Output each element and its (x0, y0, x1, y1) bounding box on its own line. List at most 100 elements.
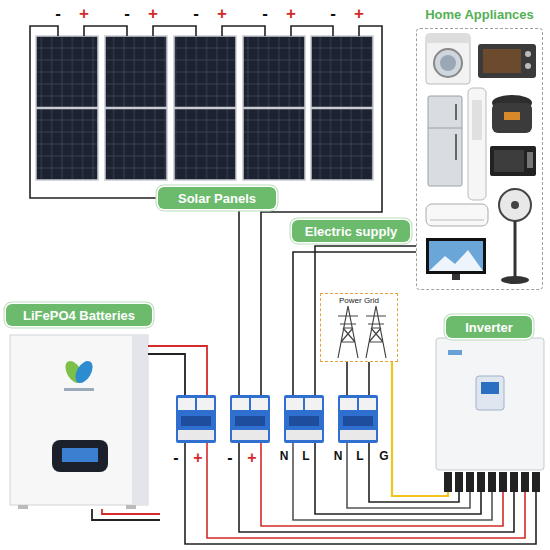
grid-wire (368, 362, 370, 395)
microwave (490, 146, 536, 176)
terminal-name: N (334, 450, 343, 462)
hybrid-inverter (510, 472, 518, 492)
transmission-tower (338, 306, 358, 358)
lifepo4-battery (72, 358, 96, 386)
refrigerator (428, 96, 462, 186)
polarity-sign: + (286, 5, 296, 22)
electric-fan (499, 189, 531, 284)
lifepo4-battery (126, 505, 136, 509)
polarity-sign: - (227, 450, 232, 466)
television (452, 274, 460, 280)
inverter-wire (369, 443, 459, 502)
label-text: Inverter (465, 320, 513, 335)
circuit-breaker (338, 395, 378, 443)
television (429, 241, 483, 271)
group-heading: Home Appliances (417, 7, 542, 22)
hybrid-inverter (436, 338, 544, 470)
electric-fan (514, 221, 517, 278)
inverter-wire (207, 443, 525, 538)
circuit-breaker (340, 398, 357, 410)
appliance-group: Home Appliances (416, 28, 543, 290)
hybrid-inverter (436, 338, 544, 492)
terminal-name: N (280, 450, 289, 462)
panel-wire (291, 26, 333, 36)
tower-air-conditioner (468, 88, 486, 200)
transmission-tower (338, 306, 386, 358)
group-heading: Power Grid (321, 296, 397, 305)
supply-wire (293, 246, 416, 395)
inverter-wire (185, 443, 536, 544)
solar-panel (36, 107, 98, 110)
power-grid-box: Power Grid (320, 293, 398, 362)
toaster-oven (525, 63, 531, 69)
polarity-sign: + (79, 5, 89, 22)
circuit-breaker (284, 395, 324, 443)
inverter-wire (261, 443, 503, 526)
battery-wire (92, 509, 160, 520)
circuit-breaker (340, 430, 376, 440)
split-air-conditioner (426, 204, 488, 226)
solar-panel (243, 107, 305, 110)
tower-air-conditioner (472, 100, 482, 140)
rice-cooker (492, 103, 532, 133)
battery-wire (148, 346, 207, 395)
label-text: Solar Panels (178, 191, 256, 206)
circuit-breaker (178, 430, 214, 440)
circuit-breaker (197, 398, 214, 410)
rice-cooker (492, 95, 532, 133)
solar-panel (174, 107, 236, 110)
supply-wire (315, 246, 416, 395)
lifepo4-battery (52, 440, 108, 472)
section-label: Inverter (446, 316, 532, 338)
section-label: LiFePO4 Batteries (6, 304, 152, 326)
grid-wire (346, 362, 348, 395)
electric-fan (499, 189, 531, 221)
lifepo4-battery (10, 335, 148, 505)
television (429, 250, 483, 271)
transmission-tower (366, 306, 386, 358)
washing-machine (434, 49, 462, 77)
grid-wire (347, 362, 448, 496)
split-air-conditioner (430, 220, 484, 221)
toaster-oven (483, 49, 521, 73)
supply-wire (293, 252, 416, 395)
hybrid-inverter (448, 350, 462, 355)
section-label: Electric supply (292, 220, 410, 242)
circuit-breaker (181, 416, 211, 426)
circuit-breaker (343, 416, 373, 426)
inverter-wire (239, 443, 514, 532)
panel-wire (84, 26, 127, 36)
panel-wire (261, 26, 382, 395)
hybrid-inverter (532, 472, 540, 492)
circuit-breaker (305, 398, 322, 410)
circuit-breaker (289, 416, 319, 426)
refrigerator (428, 96, 462, 186)
battery-wire (102, 509, 160, 514)
split-air-conditioner (426, 204, 488, 226)
toaster-oven (525, 51, 531, 57)
toaster-oven (478, 44, 536, 78)
hybrid-inverter (488, 472, 496, 492)
circuit-breaker (232, 430, 268, 440)
hybrid-inverter (455, 472, 463, 492)
circuit-breaker (286, 398, 303, 410)
inverter-wire (347, 443, 470, 508)
polarity-sign: - (262, 5, 268, 22)
inverter-wire (185, 443, 536, 544)
electric-fan (501, 276, 529, 284)
polarity-sign: + (247, 450, 256, 466)
lifepo4-battery (64, 388, 94, 391)
hybrid-inverter (466, 472, 474, 492)
solar-panel (243, 36, 305, 180)
polarity-sign: - (193, 5, 199, 22)
circuit-breaker (178, 398, 195, 410)
hybrid-inverter (477, 472, 485, 492)
polarity-sign: - (330, 5, 336, 22)
tower-air-conditioner (468, 88, 486, 200)
circuit-breaker (230, 395, 270, 443)
refrigerator (428, 128, 462, 129)
terminal-name: G (379, 450, 388, 462)
circuit-breaker (176, 395, 216, 443)
